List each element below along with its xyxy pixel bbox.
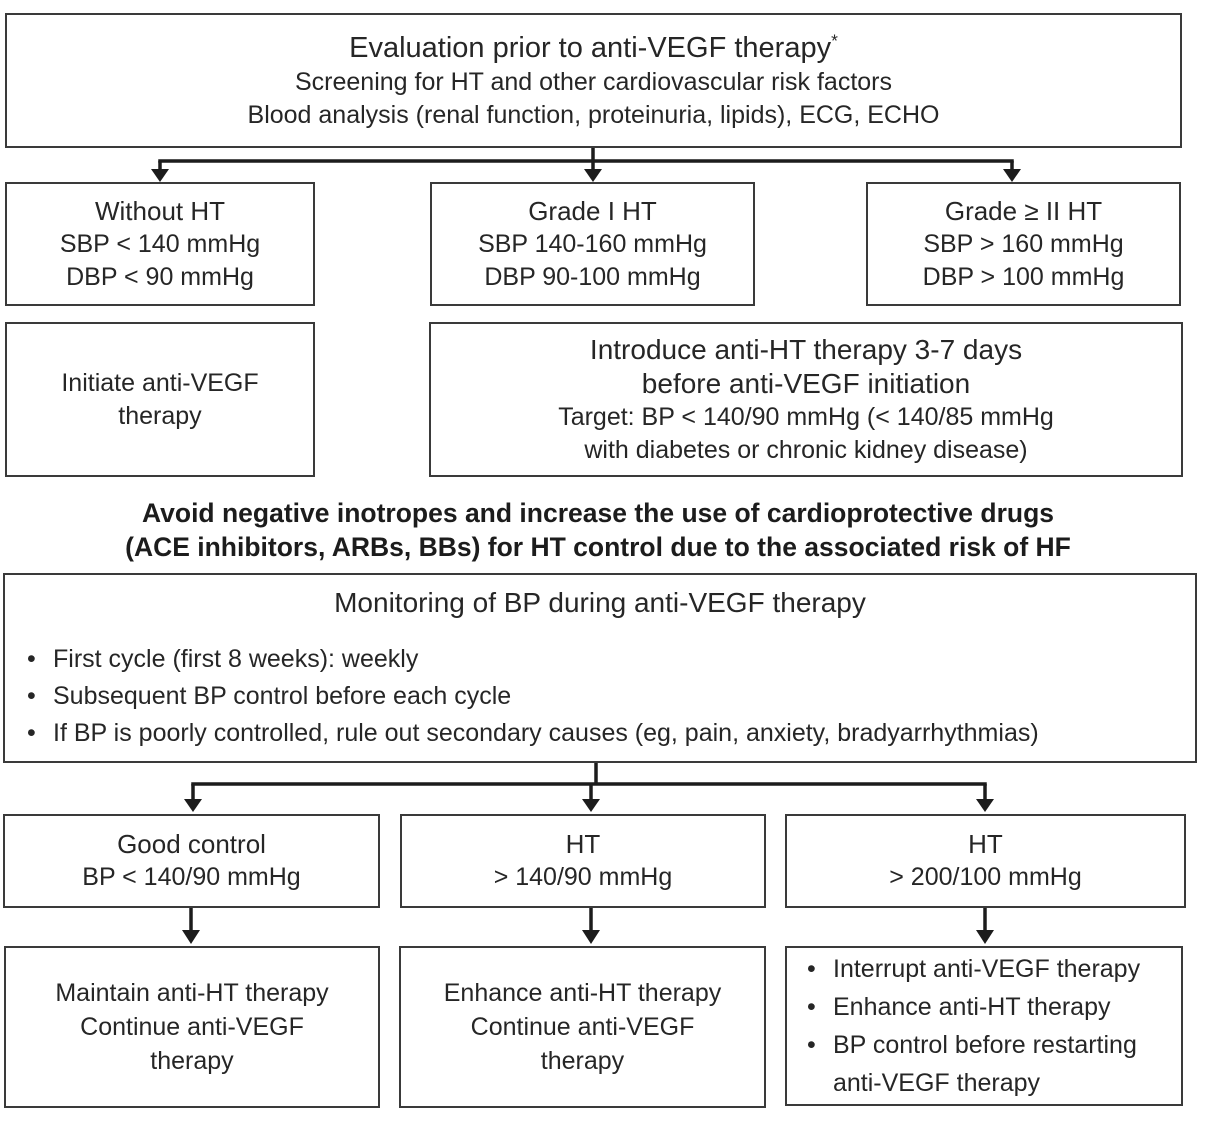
introduce-detail-2: with diabetes or chronic kidney disease)	[584, 435, 1028, 464]
enhance-line-1: Enhance anti-HT therapy	[443, 979, 722, 1007]
enhance-therapy-box: Enhance anti-HT therapy Continue anti-VE…	[399, 946, 766, 1108]
interrupt-bullet-list: Interrupt anti-VEGF therapy Enhance anti…	[787, 950, 1181, 1102]
initiate-line-2: therapy	[118, 401, 202, 430]
interrupt-bullet-text: Interrupt anti-VEGF therapy	[833, 955, 1141, 983]
good-control-title: Good control	[117, 829, 266, 859]
good-control-value: BP < 140/90 mmHg	[82, 863, 301, 891]
maintain-line-3: therapy	[150, 1047, 234, 1075]
grade-1-ht-dbp: DBP 90-100 mmHg	[484, 262, 701, 291]
grade-2-ht-box: Grade ≥ II HT SBP > 160 mmHg DBP > 100 m…	[866, 182, 1181, 306]
ht-200-100-title: HT	[968, 829, 1003, 859]
maintain-line-1: Maintain anti-HT therapy	[55, 979, 329, 1007]
footnote-asterisk: *	[831, 29, 838, 50]
interrupt-bullet: Interrupt anti-VEGF therapy	[807, 950, 1175, 988]
introduce-detail-1: Target: BP < 140/90 mmHg (< 140/85 mmHg	[558, 402, 1054, 431]
evaluation-line-blood-analysis: Blood analysis (renal function, proteinu…	[247, 100, 940, 129]
introduce-anti-ht-box: Introduce anti-HT therapy 3-7 days befor…	[429, 322, 1183, 477]
monitoring-bullet-text: Subsequent BP control before each cycle	[53, 682, 512, 710]
monitoring-bullet: First cycle (first 8 weeks): weekly	[27, 641, 1187, 678]
without-ht-title: Without HT	[94, 195, 226, 226]
evaluation-line-screening: Screening for HT and other cardiovascula…	[294, 67, 893, 96]
grade-2-ht-title: Grade ≥ II HT	[944, 195, 1103, 226]
evaluation-title: Evaluation prior to anti-VEGF therapy*	[349, 29, 838, 64]
maintain-therapy-box: Maintain anti-HT therapy Continue anti-V…	[4, 946, 380, 1108]
monitoring-bullet-list: First cycle (first 8 weeks): weekly Subs…	[5, 641, 1195, 752]
introduce-title-1: Introduce anti-HT therapy 3-7 days	[589, 333, 1023, 365]
introduce-title-2: before anti-VEGF initiation	[641, 367, 971, 399]
ht-200-100-value: > 200/100 mmHg	[889, 863, 1082, 891]
warning-line-1: Avoid negative inotropes and increase th…	[141, 498, 1054, 528]
enhance-line-2: Continue anti-VEGF	[470, 1013, 695, 1041]
ht-140-90-title: HT	[565, 829, 601, 859]
monitoring-bullet-text: If BP is poorly controlled, rule out sec…	[53, 719, 1039, 747]
monitoring-bullet: If BP is poorly controlled, rule out sec…	[27, 715, 1187, 752]
grade-1-ht-sbp: SBP 140-160 mmHg	[478, 229, 707, 258]
grade-2-ht-dbp: DBP > 100 mmHg	[922, 262, 1125, 291]
ht-140-90-value: > 140/90 mmHg	[493, 863, 673, 891]
without-ht-sbp: SBP < 140 mmHg	[59, 229, 261, 258]
interrupt-therapy-box: Interrupt anti-VEGF therapy Enhance anti…	[785, 946, 1183, 1106]
interrupt-bullet-text: Enhance anti-HT therapy	[833, 993, 1111, 1021]
without-ht-dbp: DBP < 90 mmHg	[66, 262, 254, 291]
cardioprotective-warning: Avoid negative inotropes and increase th…	[0, 496, 1196, 564]
grade-1-ht-title: Grade I HT	[528, 195, 657, 226]
monitoring-bullet-text: First cycle (first 8 weeks): weekly	[53, 645, 419, 673]
monitoring-title: Monitoring of BP during anti-VEGF therap…	[334, 587, 866, 618]
grade-1-ht-box: Grade I HT SBP 140-160 mmHg DBP 90-100 m…	[430, 182, 755, 306]
interrupt-bullet-text: BP control before restarting anti-VEGF t…	[833, 1031, 1137, 1097]
good-control-box: Good control BP < 140/90 mmHg	[3, 814, 380, 908]
evaluation-box: Evaluation prior to anti-VEGF therapy* S…	[5, 13, 1182, 148]
without-ht-box: Without HT SBP < 140 mmHg DBP < 90 mmHg	[5, 182, 315, 306]
ht-200-100-box: HT > 200/100 mmHg	[785, 814, 1186, 908]
initiate-anti-vegf-box: Initiate anti-VEGF therapy	[5, 322, 315, 477]
initiate-line-1: Initiate anti-VEGF	[61, 368, 259, 397]
warning-line-2: (ACE inhibitors, ARBs, BBs) for HT contr…	[125, 532, 1071, 562]
maintain-line-2: Continue anti-VEGF	[80, 1013, 304, 1041]
interrupt-bullet: Enhance anti-HT therapy	[807, 988, 1175, 1026]
enhance-line-3: therapy	[540, 1047, 625, 1075]
interrupt-bullet: BP control before restarting anti-VEGF t…	[807, 1026, 1175, 1102]
grade-2-ht-sbp: SBP > 160 mmHg	[923, 229, 1124, 258]
ht-140-90-box: HT > 140/90 mmHg	[400, 814, 766, 908]
monitoring-box: Monitoring of BP during anti-VEGF therap…	[3, 573, 1197, 763]
monitoring-bullet: Subsequent BP control before each cycle	[27, 678, 1187, 715]
